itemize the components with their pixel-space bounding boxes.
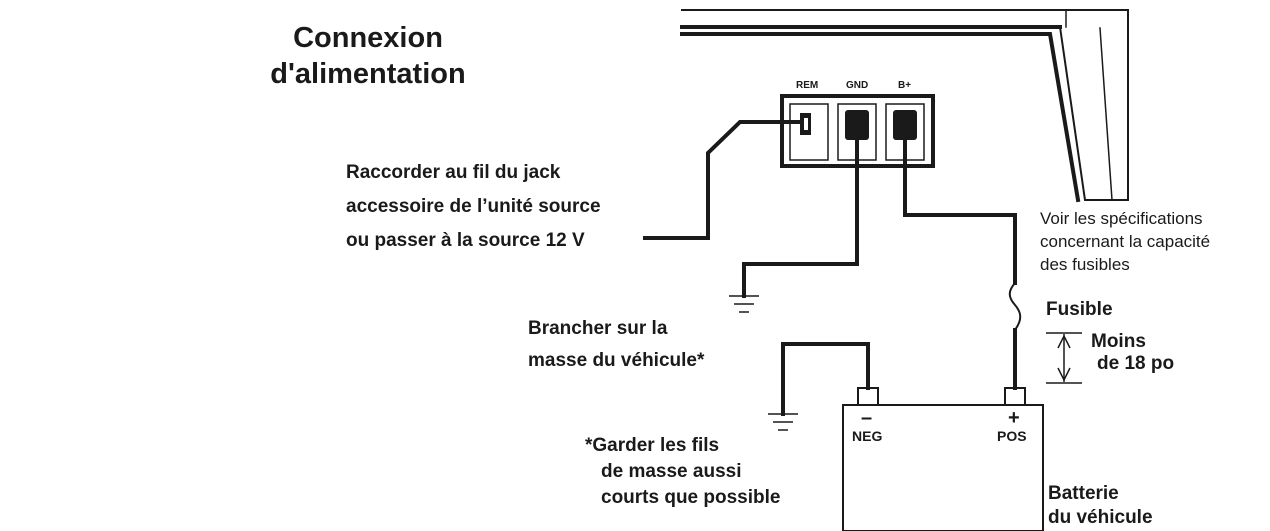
- negative-ground-wire: [781, 342, 870, 416]
- bplus-terminal-label: B+: [898, 80, 912, 91]
- fuse-label: Fusible: [1046, 299, 1113, 320]
- bplus-terminal-screw: [893, 110, 917, 140]
- gnd-terminal-screw: [845, 110, 869, 140]
- ground-symbol-amp: [729, 295, 759, 313]
- remote-wire: [643, 120, 802, 240]
- ground-symbol-vehicle: [768, 413, 798, 431]
- positive-symbol: +: [1008, 407, 1020, 429]
- negative-terminal-label: NEG: [852, 428, 883, 444]
- negative-symbol: –: [861, 407, 873, 429]
- positive-terminal-label: POS: [997, 428, 1027, 444]
- bplus-wire: [903, 138, 1017, 285]
- diagram-title: Connexion d'alimentation: [270, 22, 466, 90]
- remote-connection-label: Raccorder au fil du jack accessoire de l…: [346, 162, 601, 251]
- distance-label: Moins de 18 po: [1091, 331, 1175, 374]
- rem-terminal-label: REM: [796, 80, 819, 91]
- vehicle-battery: [842, 387, 1044, 531]
- ground-wire-length-note: *Garder les fils de masse aussi courts q…: [585, 435, 781, 508]
- fuse-spec-note: Voir les spécifications concernant la ca…: [1040, 209, 1211, 274]
- battery-label: Batterie du véhicule: [1048, 483, 1153, 528]
- amplifier-housing: [680, 9, 1129, 203]
- chassis-ground-label: Brancher sur la masse du véhicule*: [528, 318, 705, 371]
- fuse-symbol: [1008, 282, 1022, 331]
- gnd-wire: [742, 138, 859, 298]
- distance-dimension: [1046, 332, 1082, 384]
- gnd-terminal-label: GND: [846, 80, 869, 91]
